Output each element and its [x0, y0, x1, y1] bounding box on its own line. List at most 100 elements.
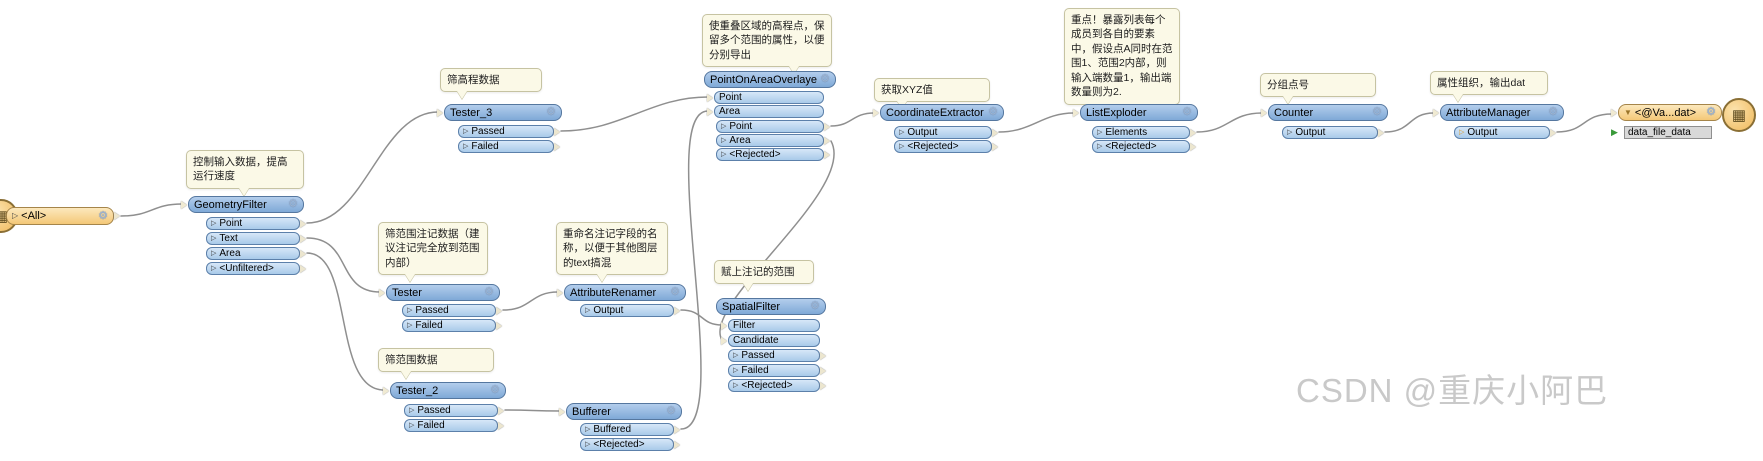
input-nub-icon[interactable] — [707, 93, 713, 102]
input-nub-icon[interactable] — [1073, 108, 1079, 117]
port-overlayer-point[interactable]: ▷ Point — [716, 120, 830, 133]
node-reader[interactable]: ▷ <All> ⚙ — [6, 207, 120, 225]
port-tester2-passed[interactable]: ▷ Passed — [404, 404, 504, 417]
note-filter-elevation[interactable]: 筛高程数据 — [440, 68, 542, 100]
node-attributemanager[interactable]: AttributeManager ⚙ — [1433, 104, 1564, 121]
input-nub-icon[interactable] — [181, 200, 187, 209]
input-nub-icon[interactable] — [721, 321, 727, 330]
port-spatialfilter-passed[interactable]: ▷ Passed — [728, 349, 826, 362]
connection-counter-attributemanager[interactable] — [1384, 112, 1435, 133]
connection-attributemanager-writer[interactable] — [1556, 113, 1613, 133]
input-nub-icon[interactable] — [379, 288, 385, 297]
port-overlayer-rejected[interactable]: ▷ <Rejected> — [716, 148, 830, 161]
connection-text-tester[interactable] — [306, 237, 381, 293]
output-nub-icon[interactable] — [992, 142, 998, 151]
input-nub-icon[interactable] — [557, 288, 563, 297]
input-port-overlayer-point[interactable]: Point — [707, 91, 824, 104]
port-tester2-failed[interactable]: ▷ Failed — [404, 419, 504, 432]
node-writer[interactable]: ▼ <@Va...dat> ⚙ — [1611, 104, 1722, 121]
output-nub-icon[interactable] — [554, 127, 560, 136]
port-listexploder-rejected[interactable]: ▷ <Rejected> — [1092, 140, 1196, 153]
note-attribute[interactable]: 属性组织，输出dat — [1430, 71, 1548, 103]
output-nub-icon[interactable] — [1190, 128, 1196, 137]
gear-icon[interactable]: ⚙ — [490, 384, 500, 396]
note-rename[interactable]: 重命名注记字段的名称，以便于其他图层的text搞混 — [556, 222, 668, 283]
port-attributerenamer-output[interactable]: ▷ Output — [580, 304, 680, 317]
port-tester-failed[interactable]: ▷ Failed — [402, 319, 502, 332]
input-nub-icon[interactable] — [1611, 108, 1617, 117]
connection-tester3-overlayer-point[interactable] — [560, 96, 709, 132]
gear-icon[interactable]: ⚙ — [670, 286, 680, 298]
port-listexploder-elements[interactable]: ▷ Elements — [1092, 126, 1196, 139]
gear-icon[interactable]: ⚙ — [1548, 106, 1558, 118]
port-spatialfilter-rejected[interactable]: ▷ <Rejected> — [728, 379, 826, 392]
collapse-icon[interactable]: ▼ — [1624, 107, 1632, 117]
connection-bufferer-overlayer-area[interactable] — [680, 110, 709, 430]
note-spatial[interactable]: 赋上注记的范围 — [714, 260, 814, 292]
input-port-spatialfilter-filter[interactable]: Filter — [721, 319, 820, 332]
output-nub-icon[interactable] — [824, 136, 830, 145]
output-nub-icon[interactable] — [1378, 128, 1384, 137]
output-nub-icon[interactable] — [496, 306, 502, 315]
output-nub-icon[interactable] — [674, 425, 680, 434]
connection-tester2-bufferer[interactable] — [504, 409, 561, 412]
note-xyz[interactable]: 获取XYZ值 — [874, 78, 990, 110]
gear-icon[interactable]: ⚙ — [484, 286, 494, 298]
node-tester[interactable]: Tester ⚙ — [379, 284, 500, 301]
note-filter-range[interactable]: 筛范围数据 — [378, 348, 494, 380]
input-port-overlayer-area[interactable]: Area — [707, 105, 824, 118]
note-overlap[interactable]: 使重叠区域的高程点，保留多个范围的属性，以便分别导出 — [702, 14, 832, 75]
port-tester-passed[interactable]: ▷ Passed — [402, 304, 502, 317]
output-nub-icon[interactable] — [496, 321, 502, 330]
input-nub-icon[interactable] — [437, 108, 443, 117]
gear-icon[interactable]: ⚙ — [1182, 106, 1192, 118]
input-nub-icon[interactable] — [383, 386, 389, 395]
output-nub-icon[interactable] — [992, 128, 998, 137]
output-nub-icon[interactable] — [820, 366, 826, 375]
connection-point-tester3[interactable] — [306, 111, 439, 224]
node-pointonareaoverlayer[interactable]: PointOnAreaOverlayer ⚙ — [704, 71, 836, 88]
writer-dataset-icon[interactable]: ▦ — [1722, 98, 1756, 132]
port-overlayer-area[interactable]: ▷ Area — [716, 134, 830, 147]
note-filter-annotation[interactable]: 筛范围注记数据（建议注记完全放到范围内部） — [378, 222, 488, 283]
output-nub-icon[interactable] — [820, 351, 826, 360]
input-nub-icon[interactable] — [559, 407, 565, 416]
input-nub-icon[interactable] — [1261, 108, 1267, 117]
node-geometryfilter[interactable]: GeometryFilter ⚙ — [181, 196, 304, 213]
port-counter-output[interactable]: ▷ Output — [1282, 126, 1384, 139]
node-listexploder[interactable]: ListExploder ⚙ — [1073, 104, 1198, 121]
connection-overlayer-coordinateextractor[interactable] — [830, 112, 875, 127]
node-attributerenamer[interactable]: AttributeRenamer ⚙ — [557, 284, 686, 301]
output-nub-icon[interactable] — [824, 122, 830, 131]
port-bufferer-rejected[interactable]: ▷ <Rejected> — [580, 438, 680, 451]
node-bufferer[interactable]: Bufferer ⚙ — [559, 403, 682, 420]
gear-icon[interactable]: ⚙ — [988, 106, 998, 118]
note-counter[interactable]: 分组点号 — [1260, 73, 1376, 105]
output-nub-icon[interactable] — [820, 381, 826, 390]
output-nub-icon[interactable] — [1190, 142, 1196, 151]
input-port-spatialfilter-candidate[interactable]: Candidate — [721, 334, 820, 347]
connection-tester-attributerenamer[interactable] — [502, 291, 559, 311]
note-list-exploder[interactable]: 重点！暴露列表每个成员到各自的要素中，假设点A同时在范围1、范围2内部，则输入端… — [1064, 8, 1180, 112]
port-geometryfilter-unfiltered[interactable]: ▷ <Unfiltered> — [206, 262, 306, 275]
gear-icon[interactable]: ⚙ — [98, 209, 108, 222]
connection-listexploder-counter[interactable] — [1196, 112, 1263, 133]
port-geometryfilter-point[interactable]: ▷ Point — [206, 217, 306, 230]
output-nub-icon[interactable] — [300, 219, 306, 228]
gear-icon[interactable]: ⚙ — [820, 73, 830, 85]
input-nub-icon[interactable] — [721, 336, 727, 345]
gear-icon[interactable]: ⚙ — [810, 300, 820, 312]
output-nub-icon[interactable] — [300, 249, 306, 258]
gear-icon[interactable]: ⚙ — [1372, 106, 1382, 118]
port-bufferer-buffered[interactable]: ▷ Buffered — [580, 423, 680, 436]
output-nub-icon[interactable] — [498, 406, 504, 415]
output-nub-icon[interactable] — [554, 142, 560, 151]
connection-reader-geometryfilter[interactable] — [120, 203, 183, 217]
node-counter[interactable]: Counter ⚙ — [1261, 104, 1388, 121]
output-nub-icon[interactable] — [300, 264, 306, 273]
input-nub-icon[interactable] — [707, 107, 713, 116]
writer-feature-type[interactable]: data_file_data — [1624, 126, 1712, 139]
output-nub-icon[interactable] — [674, 306, 680, 315]
port-coordinateextractor-output[interactable]: ▷ Output — [894, 126, 998, 139]
output-nub-icon[interactable] — [498, 421, 504, 430]
